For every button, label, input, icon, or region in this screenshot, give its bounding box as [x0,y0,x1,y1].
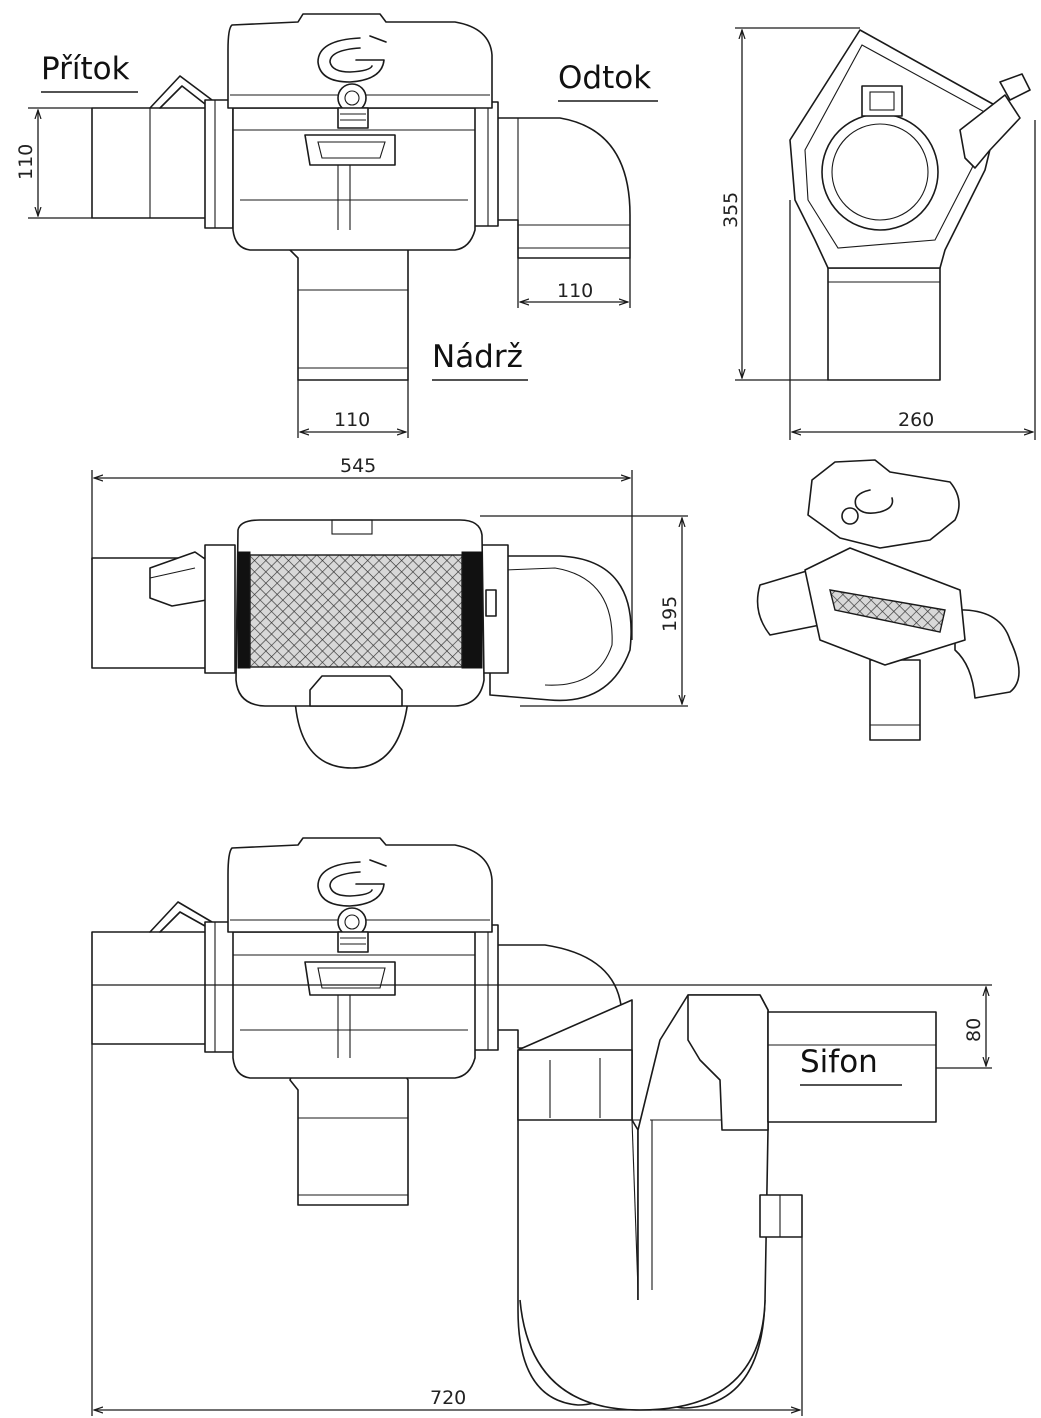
sa-lid-logo [317,861,385,907]
top-outlet-elbow [489,555,632,702]
inlet-pipe [91,107,213,219]
inlet-collar [204,99,234,229]
iso-lid [807,459,960,549]
sa-inlet-hook [149,901,213,933]
knob-base [337,107,369,129]
sa-filter-lid [227,837,493,933]
filter-mesh [249,554,463,668]
front-view [91,13,631,381]
side-port [861,85,903,117]
filter-lid [227,13,493,109]
outlet-elbow [487,117,631,259]
siphon-assembly-view [91,837,937,1411]
iso-outlet [954,609,1020,699]
side-view [789,29,1031,381]
siphon-offset-dim: 80 [963,1018,985,1042]
iso-tank-pipe [869,659,921,741]
siphon-inlet-box [517,1049,633,1121]
siphon-outlet-pipe [767,1011,937,1123]
iso-inlet [756,569,821,636]
side-width-dim: 260 [898,409,934,431]
mesh-end-right [461,551,483,669]
top-latch [309,675,403,707]
front-view-dimensions: 110 110 110 [15,107,631,438]
total-length-dim: 720 [430,1387,466,1409]
top-length-dim: 545 [340,455,376,477]
mesh-end-left [237,551,251,669]
side-height-dim: 355 [720,192,742,228]
outlet-label: Odtok [558,60,651,96]
sa-inlet-collar [204,921,236,1053]
siphon-assembly-dimensions: 80 720 [91,984,992,1416]
top-inlet-collar [204,544,236,674]
top-view-dimensions: 545 195 [91,455,688,707]
lid-logo [317,37,385,83]
side-pipe-opening [821,113,939,231]
sa-filter-body [232,931,476,1079]
outlet-width-dim: 110 [557,280,593,302]
siphon-label: Sifon [800,1044,878,1080]
side-tank-pipe [827,267,941,381]
side-view-dimensions: 355 260 [720,27,1036,440]
sa-inlet-pipe [91,931,213,1045]
front-latch [304,134,396,166]
inlet-hook [149,75,213,109]
sa-latch [304,961,396,996]
inlet-height-dim: 110 [15,144,37,180]
top-height-dim: 195 [659,596,681,632]
iso-mesh [829,589,946,633]
filter-body [232,107,476,251]
side-knob [959,94,1021,169]
inlet-label: Přítok [41,51,130,87]
top-view [91,519,632,769]
siphon-side-port [759,1194,803,1238]
iso-view [756,459,1020,741]
tank-label: Nádrž [432,339,523,375]
tank-width-dim: 110 [334,409,370,431]
